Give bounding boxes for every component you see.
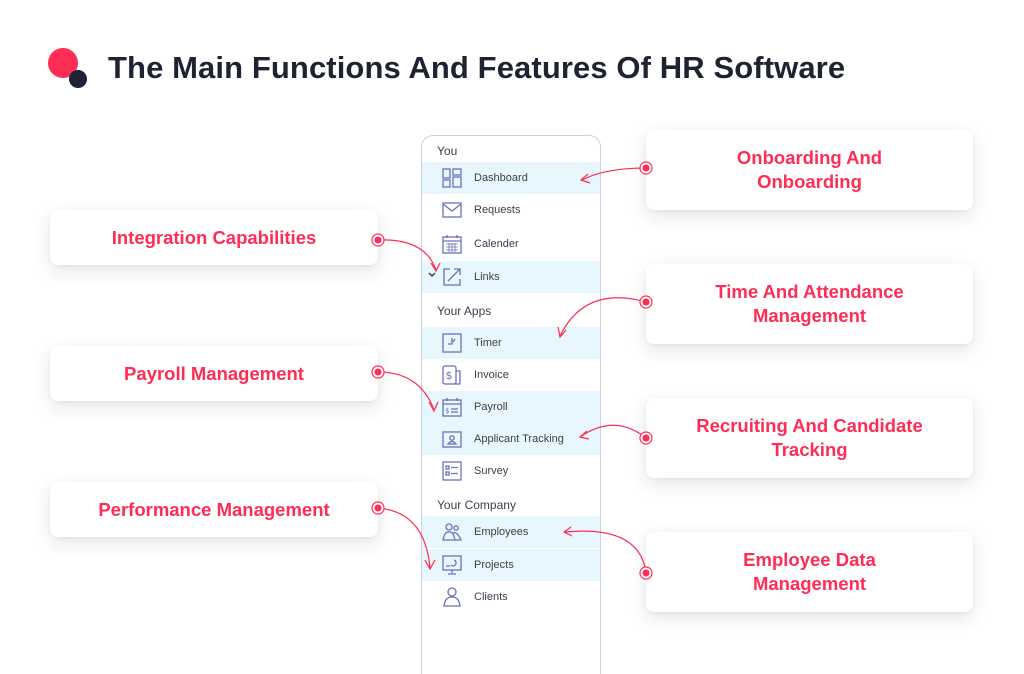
envelope-icon <box>442 202 462 218</box>
feature-card-payroll-management: Payroll Management <box>50 346 378 401</box>
monitor-chart-icon <box>442 555 462 575</box>
menu-item-calender[interactable]: Calender <box>422 228 600 260</box>
people-group-icon <box>442 523 462 541</box>
menu-item-label: Clients <box>474 591 508 603</box>
menu-item-label: Projects <box>474 559 514 571</box>
menu-item-label: Survey <box>474 465 509 477</box>
menu-item-label: Employees <box>474 526 529 538</box>
section-label-you: You <box>437 144 458 158</box>
feature-label: Employee Data Management <box>743 549 876 594</box>
logo-dark-dot <box>69 70 87 88</box>
menu-item-requests[interactable]: Requests <box>422 194 600 226</box>
menu-item-label: Timer <box>474 337 502 349</box>
menu-item-survey[interactable]: Survey <box>422 455 600 487</box>
section-label-your-apps: Your Apps <box>437 304 492 318</box>
logo-dots <box>48 48 90 90</box>
menu-item-projects[interactable]: Projects <box>422 549 600 581</box>
page-title: The Main Functions And Features Of HR So… <box>108 50 846 85</box>
menu-item-payroll[interactable]: $ Payroll <box>422 391 600 423</box>
payroll-calendar-icon: $ <box>442 398 462 417</box>
menu-item-label: Dashboard <box>474 172 528 184</box>
feature-card-onboarding: Onboarding And Onboarding <box>646 130 973 210</box>
menu-item-clients[interactable]: Clients <box>422 581 600 613</box>
applicant-card-icon <box>442 431 462 448</box>
dollar-document-icon: $ <box>442 365 461 385</box>
menu-item-label: Payroll <box>474 401 508 413</box>
feature-label: Integration Capabilities <box>111 226 317 248</box>
external-link-icon <box>443 268 461 286</box>
person-icon <box>443 587 461 607</box>
menu-item-links[interactable]: Links <box>422 261 600 293</box>
hr-app-sidebar-menu: You Dashboard Requests Calender Links Yo… <box>421 135 601 674</box>
feature-label: Recruiting And Candidate Tracking <box>696 415 923 460</box>
feature-card-integration-capabilities: Integration Capabilities <box>50 210 378 265</box>
svg-text:$: $ <box>445 407 449 415</box>
menu-item-label: Requests <box>474 204 521 216</box>
menu-item-label: Calender <box>474 238 519 250</box>
dashboard-grid-icon <box>442 168 462 188</box>
section-label-your-company: Your Company <box>437 498 516 512</box>
feature-card-performance-management: Performance Management <box>50 482 378 537</box>
menu-item-applicant-tracking[interactable]: Applicant Tracking <box>422 423 600 455</box>
menu-item-label: Invoice <box>474 369 509 381</box>
calendar-icon <box>442 235 462 254</box>
menu-item-invoice[interactable]: $ Invoice <box>422 359 600 391</box>
svg-text:$: $ <box>446 369 453 382</box>
menu-item-label: Applicant Tracking <box>474 433 564 445</box>
feature-label: Performance Management <box>98 498 330 520</box>
survey-list-icon <box>442 461 462 481</box>
menu-item-timer[interactable]: Timer <box>422 327 600 359</box>
feature-card-time-attendance: Time And Attendance Management <box>646 264 973 344</box>
menu-item-label: Links <box>474 271 500 283</box>
menu-item-employees[interactable]: Employees <box>422 516 600 548</box>
feature-label: Payroll Management <box>124 362 304 384</box>
feature-label: Time And Attendance Management <box>715 281 904 326</box>
menu-item-dashboard[interactable]: Dashboard <box>422 162 600 194</box>
feature-card-employee-data: Employee Data Management <box>646 532 973 612</box>
chevron-down-icon[interactable] <box>427 270 437 280</box>
feature-card-recruiting-tracking: Recruiting And Candidate Tracking <box>646 398 973 478</box>
feature-label: Onboarding And Onboarding <box>736 147 883 192</box>
clock-icon <box>442 333 462 353</box>
